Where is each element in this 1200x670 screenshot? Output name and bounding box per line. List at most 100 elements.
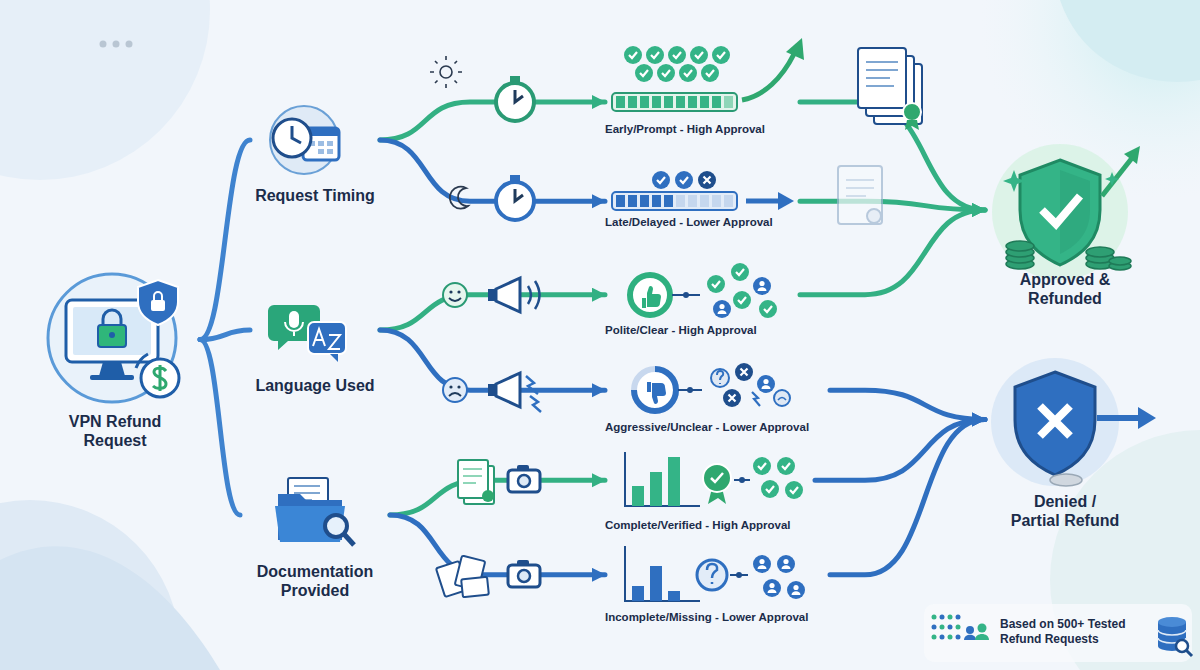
negative-reaction-cluster-part	[717, 371, 723, 384]
megaphone-icon-part	[526, 376, 541, 412]
disapproval-ring	[634, 369, 702, 411]
vpn-illustration-part	[151, 300, 165, 311]
negative-reaction-cluster-part	[752, 392, 760, 406]
verified-documents-part	[482, 490, 494, 502]
verified-documents-part	[508, 465, 540, 492]
smiley-face-part	[449, 298, 461, 301]
negative-reaction-cluster-part	[735, 363, 753, 381]
footer-badge-part	[956, 635, 961, 640]
denied-shield-part	[991, 358, 1119, 486]
progress-bar-part	[628, 195, 637, 207]
smiley-face-part	[457, 290, 460, 293]
footer-badge-part	[956, 615, 961, 620]
sad-face-part	[443, 378, 467, 402]
background-part	[113, 41, 120, 48]
bar-chart-icon-part	[650, 472, 662, 506]
approved-shield-part	[1042, 196, 1080, 224]
vpn-illustration-part	[109, 332, 115, 338]
progress-bar-part	[612, 93, 737, 111]
progress-bar-part	[700, 195, 709, 207]
stopwatch-icon	[496, 76, 534, 121]
megaphone-icon	[488, 373, 541, 412]
progress-bar-part	[612, 192, 737, 210]
progress-bar-part	[700, 96, 709, 108]
vpn-illustration-part	[103, 310, 121, 326]
node-label: Early/Prompt - High Approval	[605, 123, 765, 137]
timing-icon-part	[270, 106, 338, 174]
disapproval-ring-part	[647, 382, 666, 404]
node-label: Complete/Verified - High Approval	[605, 519, 791, 533]
language-icon-part	[289, 311, 299, 328]
vpn-illustration-part	[136, 354, 148, 368]
partial-checks-part	[652, 171, 670, 189]
stopwatch-icon	[496, 175, 534, 220]
stopwatch-icon-part	[496, 83, 534, 121]
flow-connector	[380, 102, 605, 140]
disapproval-ring-part	[687, 387, 693, 393]
node-label: Late/Delayed - Lower Approval	[605, 216, 773, 230]
denied-shield	[991, 358, 1156, 486]
positive-reaction-cluster	[707, 263, 777, 318]
people-cluster	[753, 555, 805, 599]
progress-bar-part	[712, 195, 721, 207]
bar-chart-icon-part	[625, 452, 700, 506]
people-cluster-part	[777, 555, 795, 573]
footer-badge-part	[978, 624, 987, 633]
verified-documents-part	[463, 469, 482, 483]
background-part	[100, 41, 107, 48]
bar-chart-icon-part	[711, 473, 723, 482]
progress-bar-part	[616, 96, 625, 108]
partial-checks-part	[675, 171, 693, 189]
bar-chart-icon	[625, 452, 750, 506]
bar-chart-icon-part	[668, 591, 680, 601]
language-icon-part	[329, 335, 340, 349]
node-label: Documentation Provided	[248, 562, 383, 600]
faded-document-part	[867, 209, 881, 223]
footer-badge-part	[1186, 650, 1192, 656]
flow-connector	[380, 140, 605, 201]
timing-icon	[270, 106, 339, 174]
bar-chart-icon-part	[703, 464, 731, 492]
progress-bar-part	[640, 195, 649, 207]
language-icon-part	[285, 322, 303, 336]
language-icon-part	[330, 354, 338, 362]
positive-reaction-cluster-part	[733, 291, 751, 309]
documentation-icon	[275, 478, 354, 545]
result-node: Approved & Refunded	[985, 150, 1145, 308]
progress-bar-part	[676, 96, 685, 108]
denied-shield-part	[1097, 415, 1142, 421]
bar-chart-icon-part	[736, 572, 742, 578]
approval-checks-part	[635, 64, 653, 82]
node-label: Aggressive/Unclear - Lower Approval	[605, 421, 809, 435]
progress-bar-part	[652, 195, 661, 207]
language-icon-part	[308, 322, 346, 354]
language-icon-part	[313, 329, 325, 346]
language-icon	[268, 305, 346, 362]
timing-icon-part	[273, 119, 311, 157]
progress-bar-part	[688, 195, 697, 207]
flow-connector	[200, 330, 250, 340]
background-part	[0, 546, 220, 670]
timing-icon-part	[327, 149, 333, 154]
outcome-node: Late/Delayed - Lower Approval	[605, 150, 800, 230]
verified-checks-part	[777, 457, 795, 475]
footer-badge-part	[940, 615, 945, 620]
faded-document-part	[846, 180, 874, 196]
delay-arrow-part	[778, 192, 794, 210]
outcome-node: Polite/Clear - High Approval	[605, 262, 800, 338]
approved-shield-part	[1105, 172, 1119, 186]
approval-checks-part	[668, 46, 686, 64]
megaphone-icon-part	[528, 281, 540, 309]
footer-badge-part	[956, 625, 961, 630]
node-label: Polite/Clear - High Approval	[605, 324, 757, 338]
approval-ring-part	[642, 286, 661, 308]
vpn-illustration-part	[99, 362, 125, 376]
progress-bar-part	[712, 96, 721, 108]
faded-document-part	[838, 166, 882, 224]
sun-symbol-part	[430, 56, 462, 88]
negative-reaction-cluster-part	[774, 390, 790, 406]
footer-badge-part	[932, 615, 937, 620]
node-label: Request Timing	[255, 186, 375, 205]
